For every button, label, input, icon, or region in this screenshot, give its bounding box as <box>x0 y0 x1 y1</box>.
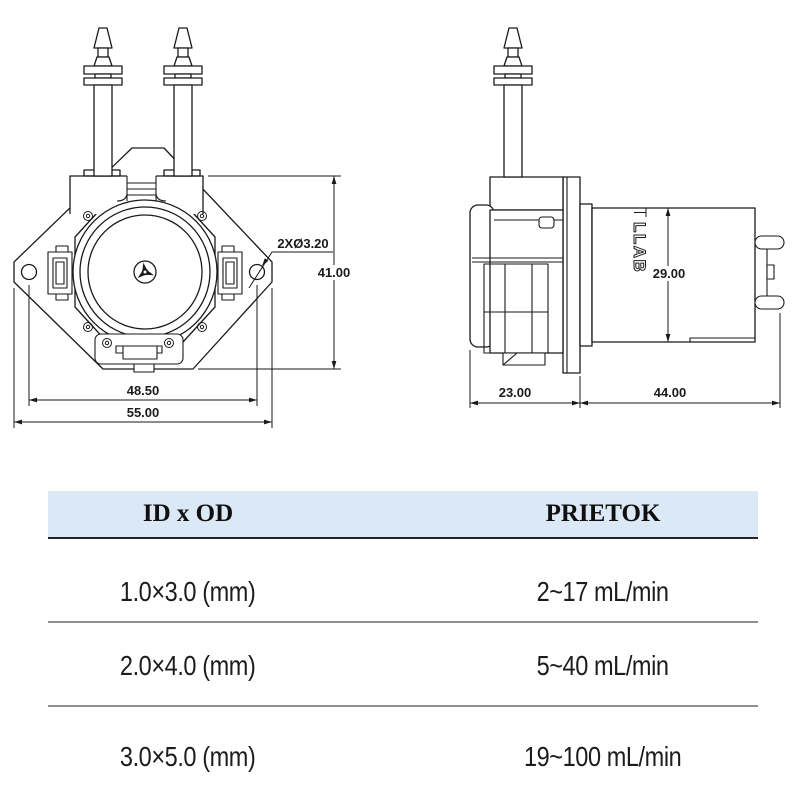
row3-size: 3.0×5.0 (mm) <box>120 741 256 772</box>
head-details <box>472 216 563 366</box>
row1-size: 1.0×3.0 (mm) <box>120 576 256 607</box>
head-body <box>489 209 564 354</box>
motor-terminals <box>754 235 785 310</box>
bottom-latch <box>94 333 184 373</box>
dim-overall-height: 41.00 <box>318 265 351 280</box>
tube-barb-right <box>163 27 203 177</box>
row2-flow: 5~40 mL/min <box>536 650 669 681</box>
mounting-hole-right <box>248 263 266 281</box>
side-dimensions <box>469 208 781 408</box>
table-row-3-flow: 19~100 mL/min <box>448 741 758 773</box>
clip-right <box>217 245 243 301</box>
screws <box>83 211 207 348</box>
dim-head-depth: 23.00 <box>499 385 532 400</box>
tube-barb-side <box>493 27 533 178</box>
clip-left <box>47 245 73 301</box>
mounting-hole-left <box>20 263 38 281</box>
front-view: 48.50 55.00 41.00 2XØ3.20 <box>13 27 353 428</box>
pump-head-inner <box>87 214 203 330</box>
row1-flow: 2~17 mL/min <box>536 576 669 607</box>
row-separator-1 <box>48 621 758 623</box>
table-header-row: ID x OD PRIETOK <box>48 491 758 539</box>
table-row-1-flow: 2~17 mL/min <box>448 576 758 608</box>
dim-motor-diameter: 29.00 <box>653 266 686 281</box>
table-row-1-id-od: 1.0×3.0 (mm) <box>48 576 328 608</box>
row3-flow: 19~100 mL/min <box>524 741 682 772</box>
technical-drawing: 48.50 55.00 41.00 2XØ3.20 <box>13 27 785 428</box>
dim-overall-width: 55.00 <box>127 405 160 420</box>
table-row-2-id-od: 2.0×4.0 (mm) <box>48 650 328 682</box>
dim-motor-length: 44.00 <box>654 385 687 400</box>
dim-hole-spacing: 48.50 <box>127 383 160 398</box>
tube-barb-left <box>83 27 123 177</box>
col-header-id-od: ID x OD <box>142 500 234 527</box>
table-row-2-flow: 5~40 mL/min <box>448 650 758 682</box>
row-separator-2 <box>48 705 758 707</box>
row2-size: 2.0×4.0 (mm) <box>120 650 256 681</box>
col-header-prietok: PRIETOK <box>545 500 661 527</box>
flange-plate <box>562 176 581 374</box>
head-top-block <box>489 176 564 211</box>
rotor <box>133 260 157 284</box>
dim-hole-note: 2XØ3.20 <box>277 236 328 251</box>
table-row-3-id-od: 3.0×5.0 (mm) <box>48 741 328 773</box>
motor-brand-text: LLAB <box>630 222 649 273</box>
front-dimensions <box>13 175 353 428</box>
hinge <box>116 176 167 202</box>
motor-ring <box>579 203 593 347</box>
motor-brand-partial-glyph <box>634 208 647 217</box>
side-view: LLAB <box>469 27 785 408</box>
